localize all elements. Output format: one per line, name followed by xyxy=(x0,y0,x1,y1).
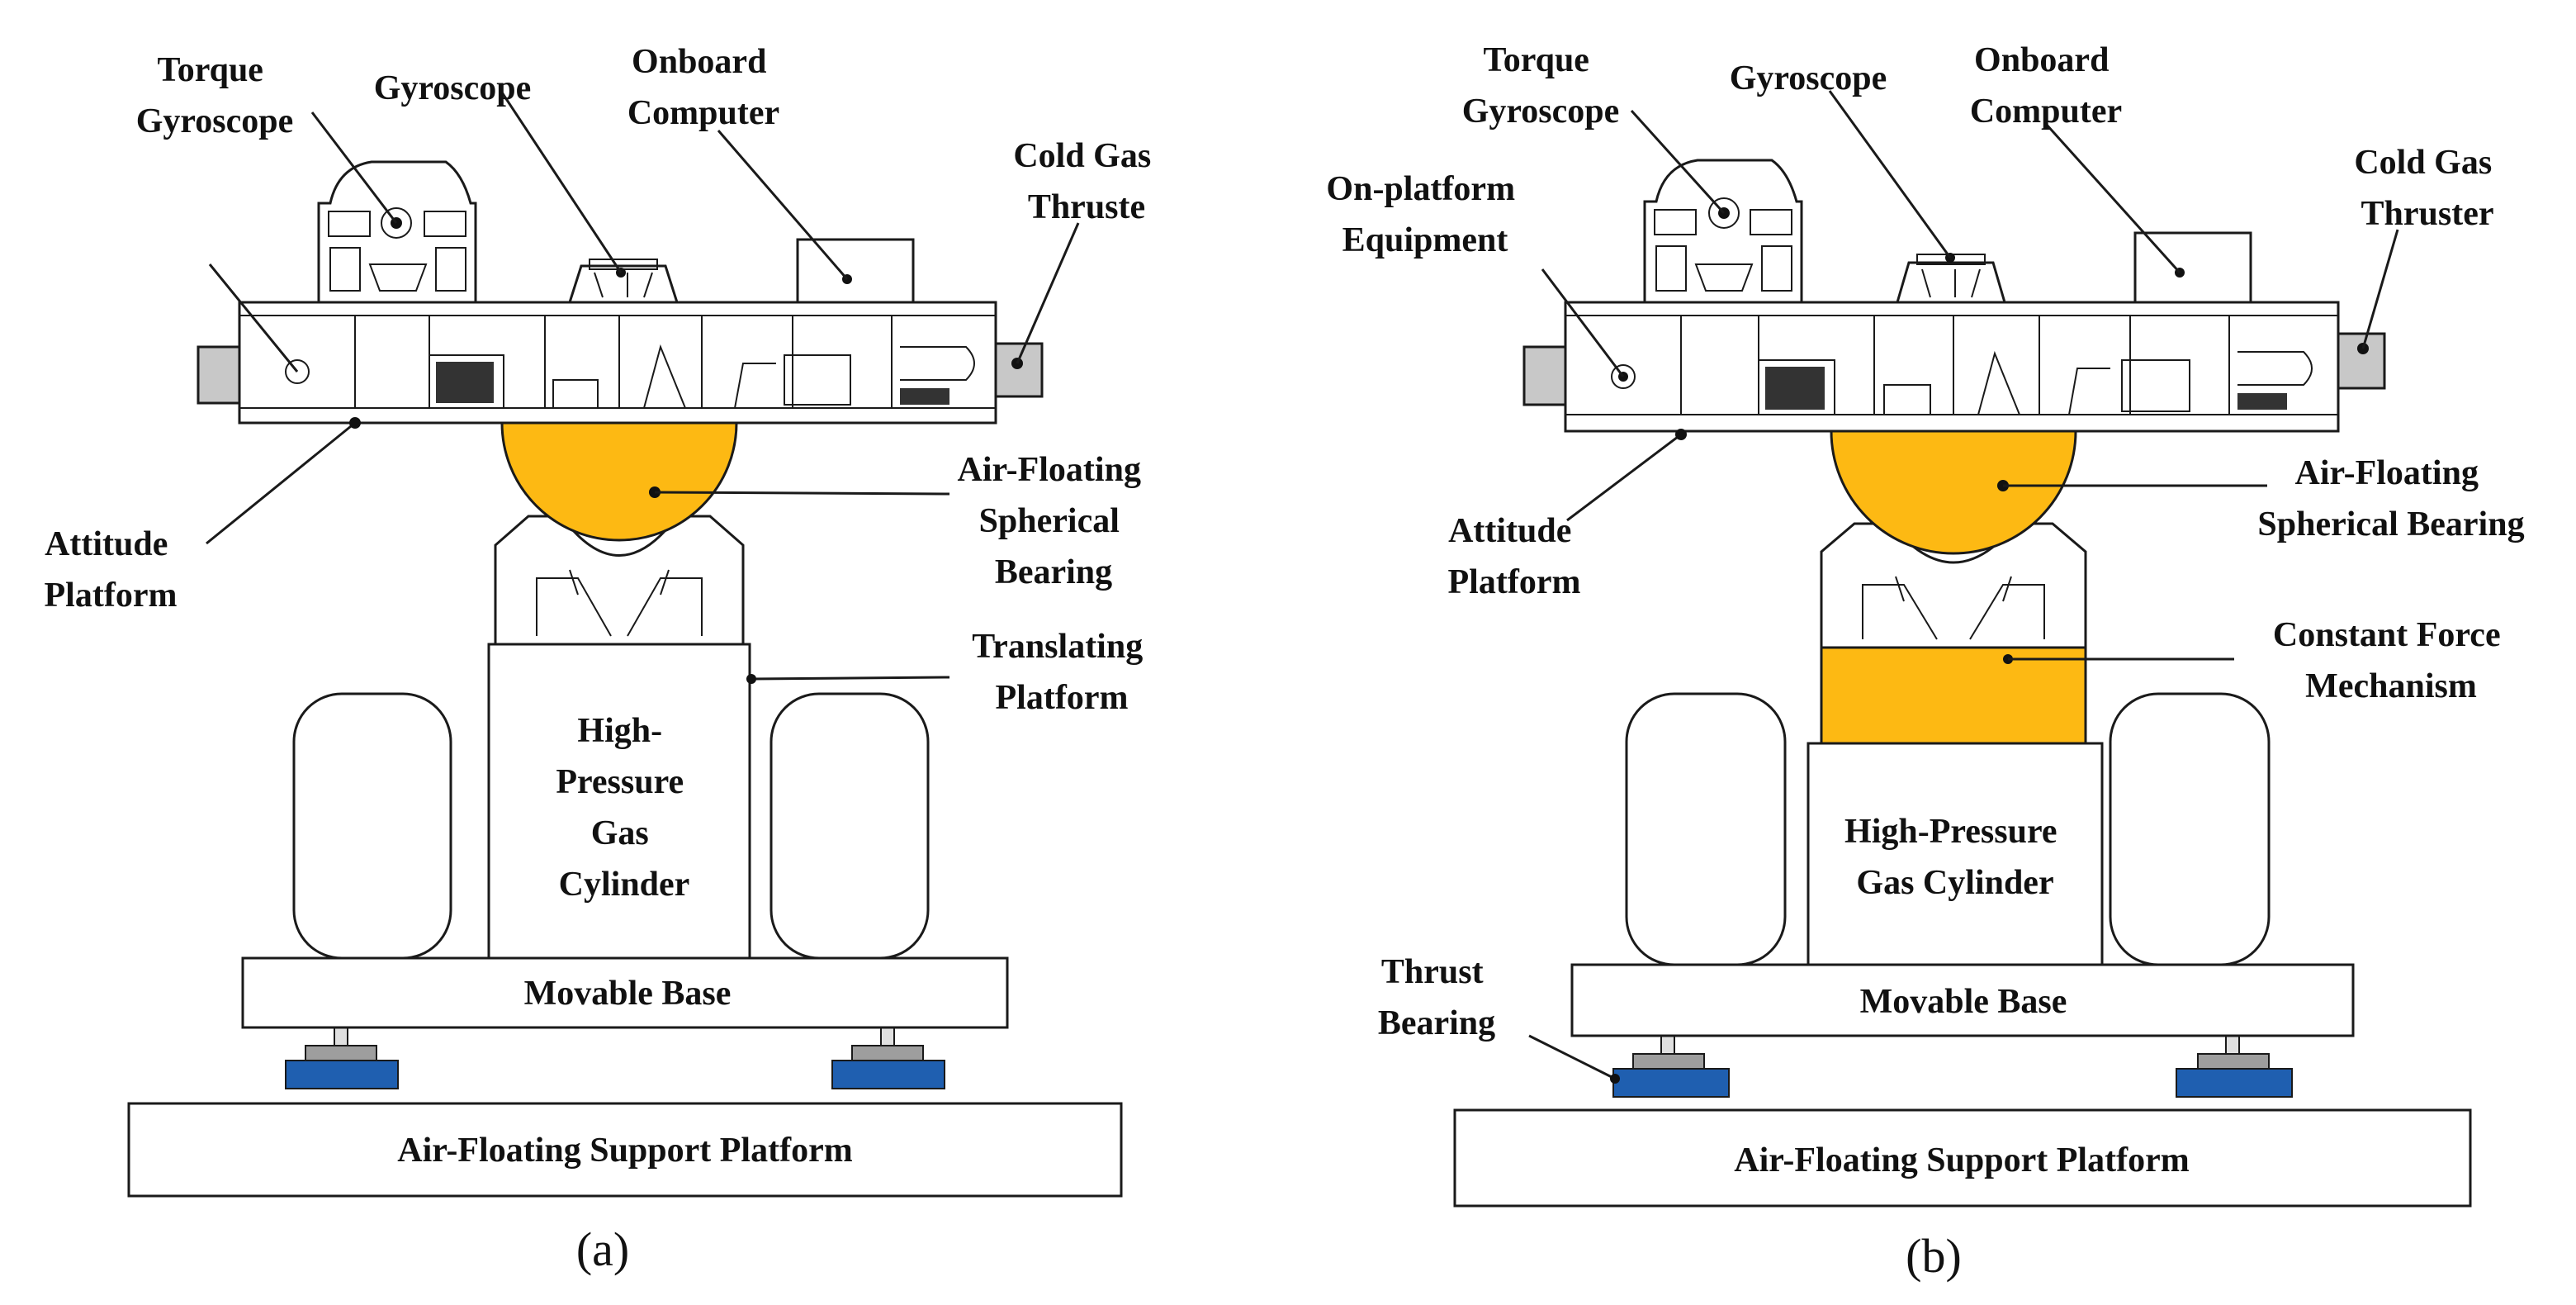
thrust-bearing-pad xyxy=(831,1060,945,1089)
label-cold-gas-thruster-a: Cold Gas Thruste xyxy=(1013,137,1159,226)
thrust-bearing-stem xyxy=(880,1027,895,1048)
side-tank-b-left xyxy=(1625,692,1787,966)
spherical-bearing-b xyxy=(1830,429,2077,555)
movable-base-label-a: Movable Base xyxy=(524,975,732,1013)
support-platform-a xyxy=(127,1102,1123,1198)
label-attitude-platform-a: Attitude Platform xyxy=(45,525,178,615)
label-torque-gyroscope-b: Torque Gyroscope xyxy=(1462,41,1620,130)
panel-a: Air-Floating Support Platform Movable Ba… xyxy=(45,43,1159,1276)
cold-gas-thruster-a-left xyxy=(197,345,241,405)
thrust-bearing-cap xyxy=(2197,1053,2270,1070)
thrust-bearing-pad xyxy=(1612,1068,1730,1098)
thrust-bearing-b-left xyxy=(1612,1035,1730,1098)
thrust-bearing-stem xyxy=(1660,1035,1675,1056)
movable-base-b xyxy=(1570,963,2355,1037)
caption-b: (b) xyxy=(1906,1229,1962,1283)
thrust-bearing-stem xyxy=(334,1027,348,1048)
thrust-bearing-cap xyxy=(851,1045,924,1061)
support-platform-label-b: Air-Floating Support Platform xyxy=(1734,1141,2189,1179)
label-on-platform-equipment-b: On-platform Equipment xyxy=(1326,170,1523,259)
thrust-bearing-leader-dot-b xyxy=(1610,1074,1620,1084)
gas-cylinder-label-b: High-Pressure Gas Cylinder xyxy=(1844,813,2066,902)
side-tank-a-right xyxy=(769,692,930,960)
torque-gyroscope-a xyxy=(317,160,477,304)
label-air-floating-bearing-a: Air-Floating Spherical Bearing xyxy=(958,451,1150,591)
panel-b: Air-Floating Support Platform Movable Ba… xyxy=(1326,41,2524,1283)
attitude-leader-dot-b xyxy=(1675,429,1687,440)
side-tank-a-left xyxy=(292,692,452,960)
attitude-platform-b xyxy=(1564,301,2340,433)
label-thrust-bearing-b: Thrust Bearing xyxy=(1378,953,1495,1042)
onboard-computer-a xyxy=(796,238,915,304)
pedestal-detail-a xyxy=(536,569,703,637)
label-translating-platform-a: Translating Platform xyxy=(972,628,1151,717)
translating-leader-dot-a xyxy=(746,674,756,684)
gas-cylinder-a xyxy=(487,643,751,960)
torque-gyroscope-b xyxy=(1643,159,1803,304)
label-onboard-computer-a: Onboard Computer xyxy=(627,43,779,132)
spherical-bearing-a xyxy=(500,421,738,542)
label-attitude-platform-b: Attitude Platform xyxy=(1448,512,1581,601)
caption-a: (a) xyxy=(576,1222,629,1276)
constant-force-mechanism-b xyxy=(1820,646,2087,745)
cold-gas-thruster-a-right xyxy=(994,342,1044,398)
label-constant-force-b: Constant Force Mechanism xyxy=(2273,616,2509,705)
gas-cylinder-b xyxy=(1807,742,2104,966)
thrust-bearing-pad xyxy=(2176,1068,2293,1098)
cold-gas-thruster-b-right xyxy=(2337,332,2386,390)
side-tank-b-right xyxy=(2109,692,2271,966)
label-onboard-computer-b: Onboard Computer xyxy=(1970,41,2122,130)
platform-body xyxy=(238,301,997,425)
support-platform-label-a: Air-Floating Support Platform xyxy=(397,1132,852,1170)
pedestal-detail-b xyxy=(1862,576,2045,640)
attitude-platform-a xyxy=(238,301,997,425)
label-air-floating-bearing-b: Air-Floating Spherical Bearing xyxy=(2257,454,2524,543)
thrust-bearing-pad xyxy=(285,1060,399,1089)
label-torque-gyroscope-a: Torque Gyroscope xyxy=(136,51,294,140)
support-platform-b xyxy=(1453,1108,2472,1208)
label-gyroscope-a: Gyroscope xyxy=(374,69,532,107)
gas-cylinder-label-a: High- Pressure Gas Cylinder xyxy=(556,712,692,904)
gyroscope-b xyxy=(1896,261,2006,304)
gyroscope-a xyxy=(567,264,680,304)
label-gyroscope-b: Gyroscope xyxy=(1730,59,1887,97)
movable-base-label-b: Movable Base xyxy=(1860,983,2067,1021)
cold-gas-thruster-b-left xyxy=(1522,345,1567,406)
thrust-bearing-a-right xyxy=(831,1027,945,1089)
label-cold-gas-thruster-b: Cold Gas Thruster xyxy=(2354,144,2500,233)
movable-base-a xyxy=(241,956,1009,1029)
thrust-bearing-stem xyxy=(2225,1035,2240,1056)
thrust-bearing-cap xyxy=(305,1045,377,1061)
thrust-bearing-cap xyxy=(1632,1053,1705,1070)
attitude-leader-dot-a xyxy=(349,417,361,429)
platform-body xyxy=(1564,301,2340,433)
thrust-bearing-b-right xyxy=(2176,1035,2293,1098)
thrust-bearing-a-left xyxy=(285,1027,399,1089)
